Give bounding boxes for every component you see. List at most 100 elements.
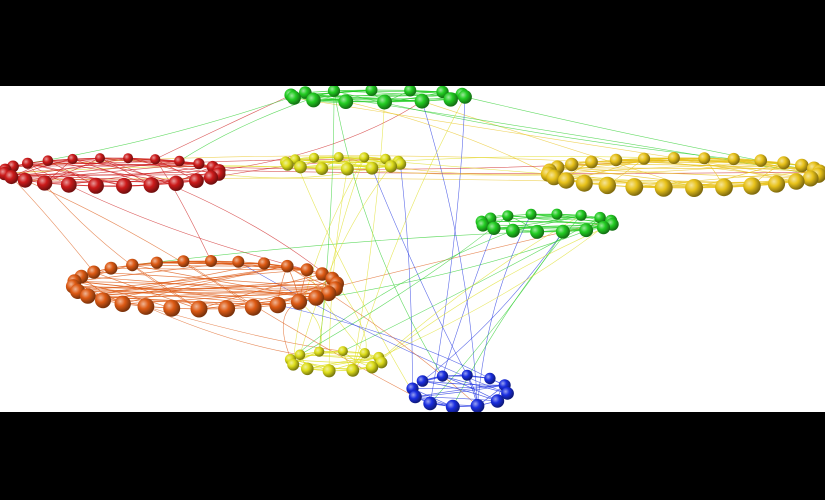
graph-node[interactable] bbox=[565, 157, 579, 172]
graph-node[interactable] bbox=[654, 178, 673, 197]
graph-node[interactable] bbox=[579, 223, 594, 238]
graph-node[interactable] bbox=[476, 218, 490, 232]
graph-node[interactable] bbox=[67, 153, 78, 165]
graph-node[interactable] bbox=[558, 172, 575, 189]
graph-node[interactable] bbox=[414, 93, 430, 109]
graph-node[interactable] bbox=[244, 298, 262, 316]
graph-node[interactable] bbox=[205, 255, 217, 267]
graph-node[interactable] bbox=[269, 296, 287, 314]
graph-node[interactable] bbox=[767, 175, 786, 193]
graph-node[interactable] bbox=[340, 162, 354, 176]
graph-node[interactable] bbox=[87, 177, 104, 194]
graph-node[interactable] bbox=[530, 224, 545, 239]
graph-node[interactable] bbox=[232, 255, 245, 268]
graph-node[interactable] bbox=[150, 256, 163, 269]
graph-node[interactable] bbox=[727, 152, 740, 166]
graph-node[interactable] bbox=[4, 170, 19, 185]
network-graph[interactable] bbox=[0, 86, 825, 412]
graph-node[interactable] bbox=[203, 170, 219, 185]
graph-node[interactable] bbox=[346, 363, 360, 377]
graph-node[interactable] bbox=[445, 399, 460, 412]
graph-node[interactable] bbox=[685, 179, 704, 197]
graph-node[interactable] bbox=[502, 210, 514, 222]
graph-node[interactable] bbox=[637, 152, 651, 165]
graph-node[interactable] bbox=[377, 94, 392, 110]
graph-node[interactable] bbox=[301, 362, 314, 376]
graph-node[interactable] bbox=[555, 224, 570, 239]
graph-node[interactable] bbox=[190, 300, 208, 318]
graph-node[interactable] bbox=[95, 153, 105, 164]
graph-node[interactable] bbox=[359, 348, 370, 359]
graph-node[interactable] bbox=[150, 154, 161, 165]
graph-node[interactable] bbox=[375, 356, 388, 369]
graph-node[interactable] bbox=[575, 174, 593, 192]
graph-node[interactable] bbox=[80, 288, 96, 304]
graph-node[interactable] bbox=[104, 261, 118, 275]
graph-node[interactable] bbox=[281, 158, 294, 171]
graph-node[interactable] bbox=[777, 156, 791, 170]
graph-node[interactable] bbox=[174, 155, 185, 167]
graph-node[interactable] bbox=[189, 173, 204, 189]
graph-node[interactable] bbox=[294, 349, 306, 361]
graph-node[interactable] bbox=[443, 92, 458, 107]
cluster-green-mid[interactable] bbox=[475, 208, 619, 239]
graph-node[interactable] bbox=[193, 158, 205, 170]
graph-node[interactable] bbox=[143, 177, 160, 193]
graph-node[interactable] bbox=[525, 208, 537, 220]
graph-node[interactable] bbox=[596, 221, 611, 235]
graph-node[interactable] bbox=[365, 86, 378, 96]
graph-node[interactable] bbox=[667, 152, 680, 164]
graph-node[interactable] bbox=[286, 90, 301, 105]
graph-node[interactable] bbox=[116, 177, 132, 194]
graph-node[interactable] bbox=[490, 394, 505, 408]
cluster-yellow-center[interactable] bbox=[280, 152, 407, 176]
graph-node[interactable] bbox=[327, 86, 341, 97]
graph-node[interactable] bbox=[114, 295, 131, 312]
graph-node[interactable] bbox=[315, 162, 329, 175]
graph-node[interactable] bbox=[384, 160, 398, 173]
graph-node[interactable] bbox=[290, 293, 308, 310]
graph-node[interactable] bbox=[501, 387, 514, 400]
graph-node[interactable] bbox=[461, 369, 473, 381]
graph-node[interactable] bbox=[338, 94, 354, 109]
graph-node[interactable] bbox=[698, 152, 711, 165]
graph-node[interactable] bbox=[715, 178, 733, 197]
graph-node[interactable] bbox=[258, 257, 271, 270]
graph-node[interactable] bbox=[308, 152, 320, 163]
graph-node[interactable] bbox=[314, 346, 325, 357]
cluster-orange-left[interactable] bbox=[65, 255, 344, 318]
graph-node[interactable] bbox=[281, 259, 294, 273]
graph-node[interactable] bbox=[308, 290, 325, 306]
graph-node[interactable] bbox=[365, 361, 379, 374]
graph-node[interactable] bbox=[754, 154, 767, 167]
graph-node[interactable] bbox=[795, 158, 809, 173]
graph-node[interactable] bbox=[22, 157, 34, 169]
graph-node[interactable] bbox=[598, 176, 616, 195]
graph-node[interactable] bbox=[320, 285, 337, 302]
graph-node[interactable] bbox=[394, 158, 407, 170]
graph-node[interactable] bbox=[123, 153, 134, 164]
graph-node[interactable] bbox=[17, 172, 33, 188]
graph-node[interactable] bbox=[322, 364, 336, 378]
graph-node[interactable] bbox=[546, 169, 562, 186]
graph-node[interactable] bbox=[36, 175, 53, 191]
graph-node[interactable] bbox=[404, 86, 417, 97]
cluster-green-top[interactable] bbox=[284, 86, 472, 110]
graph-node[interactable] bbox=[60, 176, 77, 193]
graph-node[interactable] bbox=[87, 265, 101, 279]
graph-node[interactable] bbox=[333, 152, 344, 162]
graph-node[interactable] bbox=[458, 90, 472, 104]
graph-node[interactable] bbox=[42, 155, 54, 166]
graph-node[interactable] bbox=[163, 299, 181, 317]
graph-node[interactable] bbox=[126, 258, 139, 272]
graph-node[interactable] bbox=[575, 209, 587, 221]
graph-node[interactable] bbox=[625, 178, 644, 196]
graph-node[interactable] bbox=[551, 208, 563, 220]
graph-node[interactable] bbox=[168, 175, 184, 191]
graph-node[interactable] bbox=[300, 263, 314, 277]
graph-node[interactable] bbox=[802, 170, 819, 187]
graph-canvas[interactable] bbox=[0, 86, 825, 412]
graph-node[interactable] bbox=[585, 155, 598, 169]
cluster-blue-bottom[interactable] bbox=[406, 369, 514, 412]
graph-node[interactable] bbox=[470, 399, 485, 412]
